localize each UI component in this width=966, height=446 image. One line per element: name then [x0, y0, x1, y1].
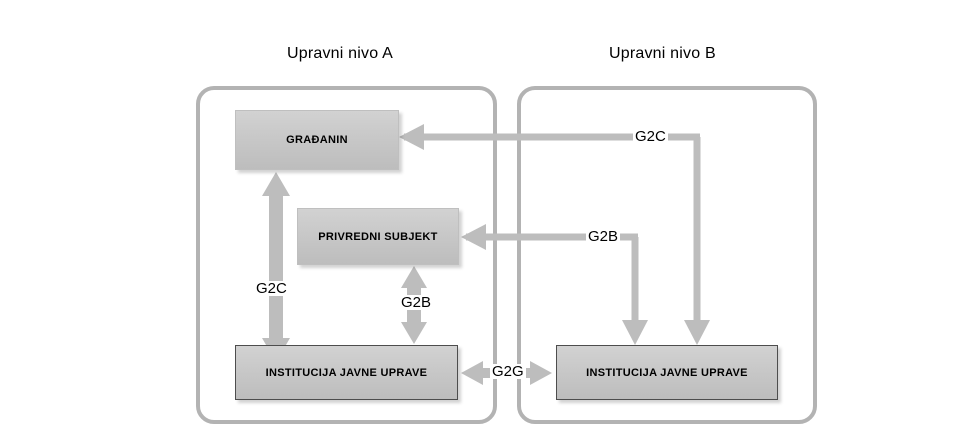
edge-label-g2b-cross: G2B: [586, 228, 621, 245]
node-institucija-javne-uprave-a[interactable]: INSTITUCIJA JAVNE UPRAVE: [235, 345, 458, 400]
node-institucija-a-label: INSTITUCIJA JAVNE UPRAVE: [265, 366, 428, 379]
title-upravni-nivo-b: Upravni nivo B: [609, 45, 716, 62]
edge-label-g2c-cross: G2C: [633, 128, 668, 145]
edge-label-g2g: G2G: [490, 363, 526, 380]
node-gradjanin-label: GRAĐANIN: [286, 134, 348, 146]
container-level-a: [196, 86, 497, 424]
container-level-b: [517, 86, 817, 424]
edge-label-g2c-internal: G2C: [254, 280, 289, 297]
node-institucija-b-label: INSTITUCIJA JAVNE UPRAVE: [586, 366, 748, 379]
node-institucija-javne-uprave-b[interactable]: INSTITUCIJA JAVNE UPRAVE: [556, 345, 778, 400]
node-privredni-subjekt-label: PRIVREDNI SUBJEKT: [318, 230, 438, 243]
edge-label-g2b-internal: G2B: [399, 294, 434, 311]
title-upravni-nivo-a: Upravni nivo A: [287, 45, 393, 62]
node-privredni-subjekt[interactable]: PRIVREDNI SUBJEKT: [297, 208, 459, 265]
arrow-g2c-internal: [262, 172, 290, 362]
node-gradjanin[interactable]: GRAĐANIN: [235, 110, 399, 170]
